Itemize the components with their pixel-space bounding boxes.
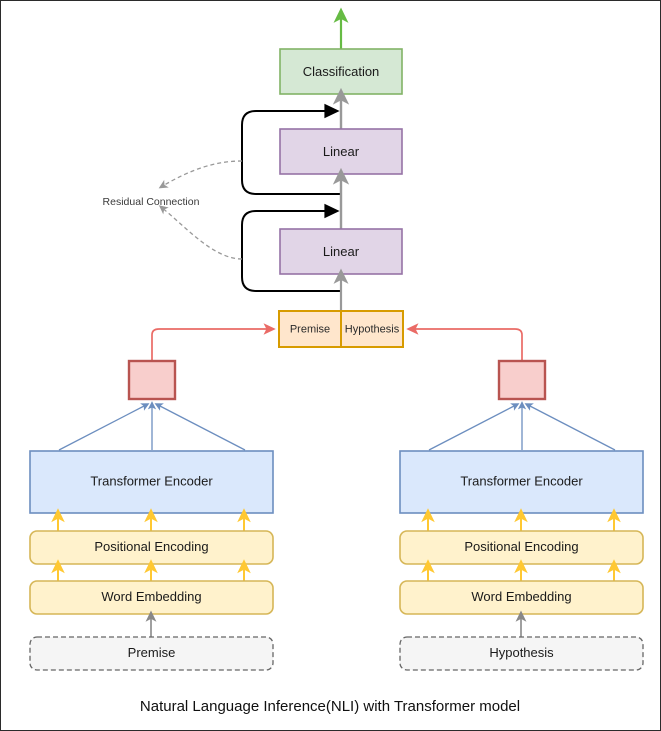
edge-pool-right-to-hypothesis — [406, 323, 523, 361]
edge-encoder-left-pool-c — [154, 403, 246, 451]
positional-encoding-right-label: Positional Encoding — [464, 539, 578, 554]
residual-connection-label: Residual Connection — [103, 196, 200, 208]
edge-encoder-right-pool-c — [524, 403, 616, 451]
input-premise-label: Premise — [128, 645, 176, 660]
positional-encoding-left-label: Positional Encoding — [94, 539, 208, 554]
linear-bottom-label: Linear — [323, 244, 360, 259]
concat-hypothesis-box[interactable] — [340, 310, 404, 348]
residual-pointer-top — [158, 160, 243, 189]
residual-arc-bottom — [241, 203, 341, 292]
encoder-left-box[interactable] — [29, 450, 274, 514]
concat-premise-label: Premise — [290, 323, 330, 335]
concat-hypothesis-label: Hypothesis — [345, 323, 400, 335]
input-hypothesis-label: Hypothesis — [489, 645, 554, 660]
residual-arc-top — [241, 103, 341, 195]
input-premise-box[interactable] — [29, 636, 274, 671]
figure-caption: Natural Language Inference(NLI) with Tra… — [140, 698, 520, 715]
pool-left-box[interactable] — [127, 359, 177, 401]
linear-top-box[interactable] — [279, 128, 403, 175]
encoder-left-label: Transformer Encoder — [90, 473, 213, 488]
pool-right-box[interactable] — [497, 359, 547, 401]
encoder-right-label: Transformer Encoder — [460, 473, 583, 488]
edge-pool-left-to-premise — [151, 323, 276, 361]
edge-encoder-right-pool-a — [428, 403, 520, 451]
encoder-right-box[interactable] — [399, 450, 644, 514]
classification-label: Classification — [303, 64, 380, 79]
edge-encoder-left-pool-a — [58, 403, 150, 451]
linear-top-label: Linear — [323, 144, 360, 159]
linear-bottom-box[interactable] — [279, 228, 403, 275]
word-embedding-left-label: Word Embedding — [101, 589, 201, 604]
concat-premise-box[interactable] — [278, 310, 342, 348]
residual-pointer-bottom — [158, 205, 243, 260]
input-hypothesis-box[interactable] — [399, 636, 644, 671]
word-embedding-right-label: Word Embedding — [471, 589, 571, 604]
